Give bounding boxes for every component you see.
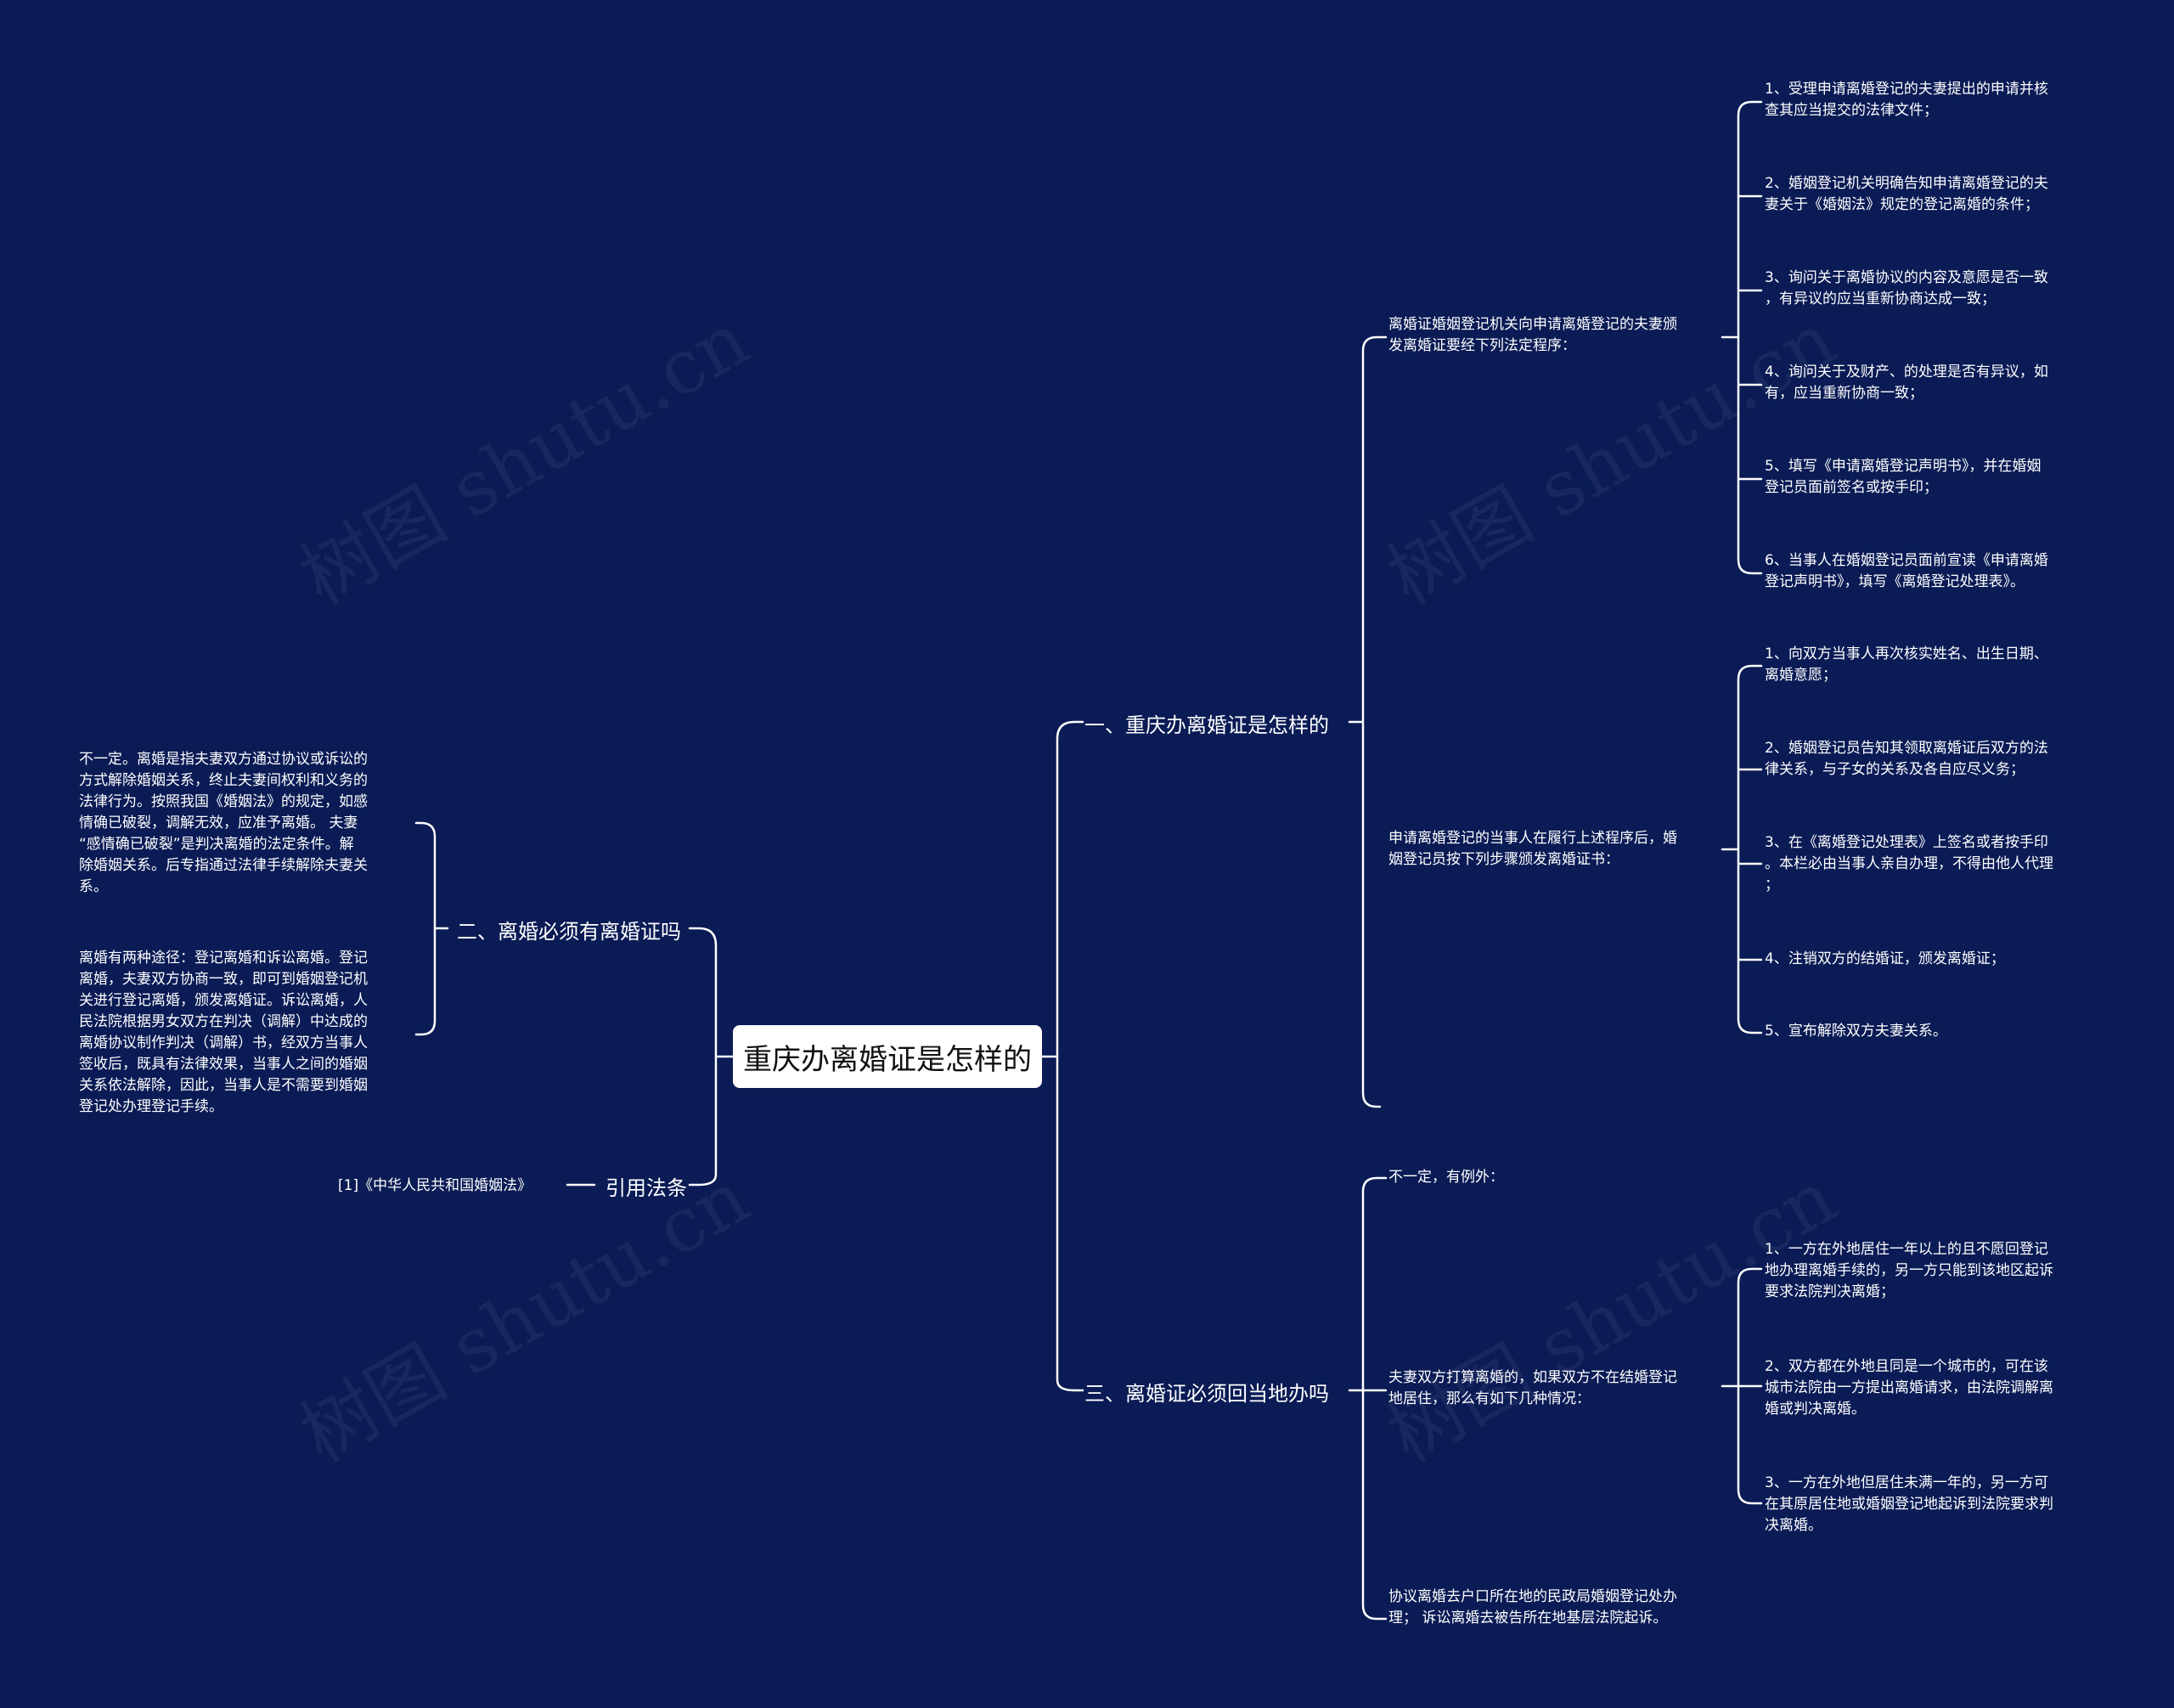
branch-3[interactable]: 三、离婚证必须回当地办吗 (1084, 1382, 1329, 1406)
b1-g1-item-3[interactable]: 3、询问关于离婚协议的内容及意愿是否一致 ，有异议的应当重新协商达成一致； (1765, 269, 2048, 307)
b1-g1-item-4[interactable]: 4、询问关于及财产、的处理是否有异议，如 有，应当重新协商一致； (1765, 364, 2048, 402)
b1-g1-item-6[interactable]: 6、当事人在婚姻登记员面前宣读《申请离婚 登记声明书》，填写《离婚登记处理表》。 (1765, 552, 2048, 590)
b1-g2-item-1[interactable]: 1、向双方当事人再次核实姓名、出生日期、 离婚意愿； (1765, 645, 2048, 684)
b1-g1-item-2[interactable]: 2、婚姻登记机关明确告知申请离婚登记的夫 妻关于《婚姻法》规定的登记离婚的条件； (1765, 175, 2048, 213)
b3-g-item-1[interactable]: 1、一方在外地居住一年以上的且不愿回登记 地办理离婚手续的，另一方只能到该地区起… (1765, 1241, 2053, 1300)
b1-g1-item-5[interactable]: 5、填写《申请离婚登记声明书》，并在婚姻 登记员面前签名或按手印； (1765, 458, 2042, 496)
b1-group-2[interactable]: 申请离婚登记的当事人在履行上述程序后，婚 姻登记员按下列步骤颁发离婚证书： (1388, 830, 1677, 868)
root-topic[interactable]: 重庆办离婚证是怎样的 (733, 1025, 1042, 1088)
b1-g2-item-3[interactable]: 3、在《离婚登记处理表》上签名或者按手印 。本栏必由当事人亲自办理，不得由他人代… (1765, 834, 2053, 893)
b2-text-2[interactable]: 离婚有两种途径：登记离婚和诉讼离婚。登记 离婚，夫妻双方协商一致，即可到婚姻登记… (79, 950, 368, 1115)
b3-g-item-3[interactable]: 3、一方在外地但居住未满一年的，另一方可 在其原居住地或婚姻登记地起诉到法院要求… (1765, 1474, 2053, 1534)
b1-group-1[interactable]: 离婚证婚姻登记机关向申请离婚登记的夫妻颁 发离婚证要经下列法定程序： (1388, 316, 1677, 354)
b2-text-1[interactable]: 不一定。离婚是指夫妻双方通过协议或诉讼的 方式解除婚姻关系，终止夫妻间权利和义务… (79, 751, 368, 895)
b3-group[interactable]: 夫妻双方打算离婚的，如果双方不在结婚登记 地居住，那么有如下几种情况： (1388, 1369, 1677, 1407)
b1-g2-item-4[interactable]: 4、注销双方的结婚证，颁发离婚证； (1765, 950, 2005, 967)
b4-citation[interactable]: [1]《中华人民共和国婚姻法》 (338, 1177, 532, 1194)
branch-2[interactable]: 二、离婚必须有离婚证吗 (457, 920, 681, 944)
b3-text-3[interactable]: 协议离婚去户口所在地的民政局婚姻登记处办 理； 诉讼离婚去被告所在地基层法院起诉… (1388, 1588, 1677, 1626)
b1-g2-item-2[interactable]: 2、婚姻登记员告知其领取离婚证后双方的法 律关系，与子女的关系及各自应尽义务； (1765, 740, 2048, 778)
b3-g-item-2[interactable]: 2、双方都在外地且同是一个城市的，可在该 城市法院由一方提出离婚请求，由法院调解… (1765, 1358, 2053, 1418)
b1-g1-item-1[interactable]: 1、受理申请离婚登记的夫妻提出的申请并核 查其应当提交的法律文件； (1765, 81, 2048, 119)
b3-text-1[interactable]: 不一定，有例外： (1388, 1169, 1504, 1186)
b1-g2-item-5[interactable]: 5、宣布解除双方夫妻关系。 (1765, 1023, 1947, 1040)
branch-1[interactable]: 一、重庆办离婚证是怎样的 (1084, 713, 1329, 737)
branch-4[interactable]: 引用法条 (605, 1176, 687, 1200)
